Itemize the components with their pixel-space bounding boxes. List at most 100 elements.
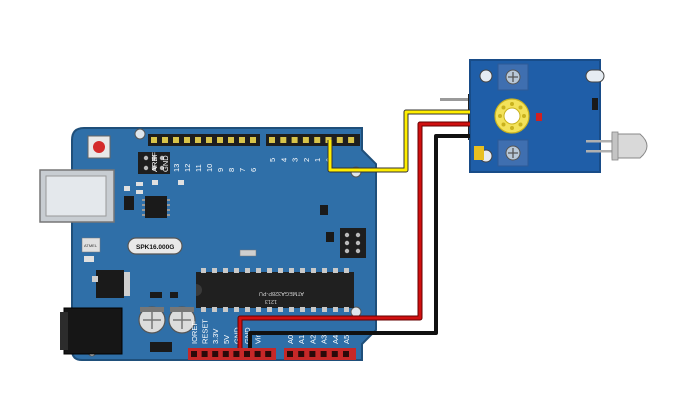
header-pin: [280, 137, 287, 143]
header-pin: [314, 137, 321, 143]
crystal-label: SPK16.000G: [136, 244, 174, 251]
chip-pin: [256, 268, 261, 273]
pin-label: 8: [227, 168, 236, 172]
electrolytic-capacitor: [138, 306, 166, 334]
mounting-hole: [134, 128, 146, 140]
usb-connector-inner: [45, 175, 107, 217]
chip-pin: [245, 268, 250, 273]
pin-label: 5: [268, 158, 277, 162]
header-pin: [269, 137, 275, 143]
small-atmel-chip: ATMEL: [81, 237, 101, 253]
header-pin: [291, 137, 298, 143]
power-header: [188, 348, 276, 360]
pin-label: A1: [297, 335, 306, 344]
dc-jack-front: [60, 312, 68, 350]
pin-label: 13: [172, 164, 181, 172]
pin-label: GND: [161, 155, 170, 172]
mounting-slot: [585, 69, 605, 83]
header-pin: [265, 351, 272, 357]
chip-pin: [311, 268, 316, 273]
chip-pin: [333, 307, 338, 312]
chip-pin: [344, 307, 349, 312]
ir-sensor-led: [586, 131, 648, 161]
pin-label: GND: [243, 327, 252, 344]
voltage-regulator: [92, 270, 130, 298]
pin-label: 9: [216, 168, 225, 172]
header-pin: [206, 137, 212, 143]
wire-vcc: [237, 121, 470, 348]
smd-component: [592, 98, 598, 110]
header-pin: [343, 351, 349, 357]
led-indicator: [84, 256, 94, 262]
pin-label: 3: [291, 158, 300, 162]
led-indicator: [136, 190, 143, 194]
header-pin: [244, 351, 250, 357]
potentiometer: [497, 63, 529, 91]
chip-pin: [289, 307, 294, 312]
potentiometer: [497, 139, 529, 167]
smd-component: [150, 292, 162, 298]
smd-component: [320, 205, 328, 215]
pin-label: 12: [183, 164, 192, 172]
smd-component: [170, 292, 178, 298]
header-pin: [250, 137, 256, 143]
icsp-header-top: [138, 152, 170, 174]
smd-component: [124, 196, 134, 210]
arduino-uno-board: ATMEL SPK16.000G: [39, 127, 377, 361]
chip-pin: [344, 268, 349, 273]
pin-label: IOREF: [190, 321, 199, 344]
header-pin: [233, 351, 240, 357]
reset-button-cap: [93, 141, 105, 153]
pin-label: A2: [308, 335, 317, 344]
pin-label: RESET: [201, 319, 210, 344]
header-pin: [254, 351, 261, 357]
small-chip-label: ATMEL: [84, 243, 98, 248]
wire-signal: [327, 109, 470, 173]
digital-header-right: [266, 134, 360, 146]
header-pin: [228, 137, 234, 143]
sensor-module: [440, 59, 648, 173]
pin-label: Vin: [254, 333, 263, 344]
chip-pin: [256, 307, 261, 312]
chip-pin: [234, 268, 239, 273]
header-pin: [195, 137, 201, 143]
header-pin: [191, 351, 197, 357]
header-pin: [320, 351, 327, 357]
led-indicator: [536, 113, 542, 121]
chip-date-code: 1213: [265, 298, 277, 304]
pin-label: 10: [205, 164, 214, 172]
chip-pin: [300, 268, 305, 273]
header-pin: [336, 137, 343, 143]
chip-pin: [223, 268, 228, 273]
chip-pin: [201, 307, 206, 312]
pin-label: 7: [238, 168, 247, 172]
chip-pin: [223, 307, 228, 312]
pin-label: 11: [194, 164, 203, 172]
header-pin: [212, 351, 219, 357]
chip-pin: [278, 307, 283, 312]
header-pin: [151, 137, 157, 143]
smd-component: [152, 180, 158, 185]
pin-label: AREF: [150, 152, 159, 172]
pin-label: 5V: [222, 335, 231, 344]
header-pin: [217, 137, 223, 143]
smd-component: [178, 180, 184, 185]
chip-pin: [245, 307, 250, 312]
pin-label: GND: [232, 327, 241, 344]
pin-label: 4: [279, 158, 288, 162]
chip-pin: [267, 307, 272, 312]
smd-component: [239, 249, 257, 257]
crystal-oscillator: SPK16.000G: [127, 237, 183, 255]
pin-label: 6: [249, 168, 258, 172]
header-pin: [287, 351, 293, 357]
pin-label: A3: [320, 335, 329, 344]
dc-power-jack: [63, 307, 123, 355]
header-pin: [302, 137, 309, 143]
chip-pin: [322, 307, 327, 312]
chip-pin: [311, 307, 316, 312]
atmega-chip: ATMEGA328P-PU 1213: [196, 268, 354, 312]
chip-pin: [322, 268, 327, 273]
chip-label: ATMEGA328P-PU: [259, 290, 304, 296]
chip-pin: [212, 268, 217, 273]
